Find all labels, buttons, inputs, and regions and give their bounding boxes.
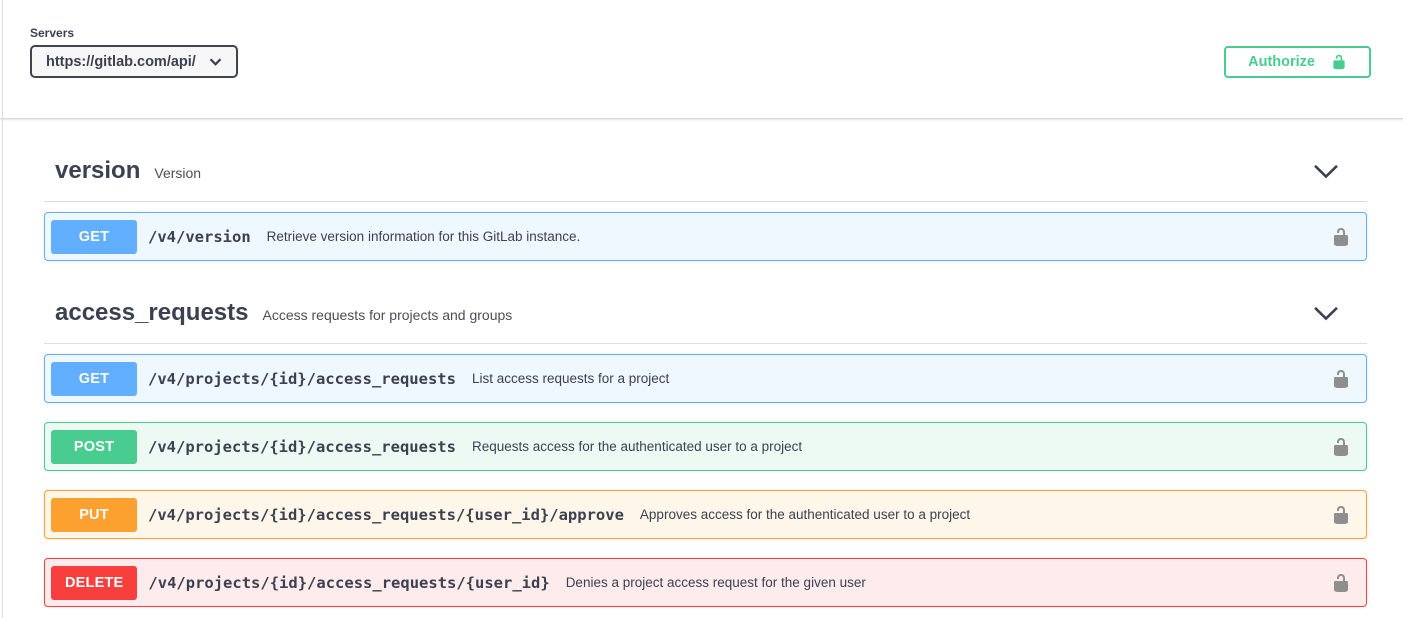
method-badge: GET <box>51 220 137 254</box>
authorization-lock-button[interactable] <box>1329 367 1353 391</box>
authorization-lock-button[interactable] <box>1329 225 1353 249</box>
tag-name: access_requests <box>55 299 248 327</box>
authorize-label: Authorize <box>1248 55 1315 70</box>
tag-description: Version <box>154 161 201 181</box>
endpoint-summary: List access requests for a project <box>472 371 669 386</box>
server-select-value: https://gitlab.com/api/ <box>46 54 196 70</box>
endpoint-path: /v4/projects/{id}/access_requests/{user_… <box>148 574 549 592</box>
endpoint-delete-access-request[interactable]: DELETE /v4/projects/{id}/access_requests… <box>44 558 1367 607</box>
tag-section-access-requests: access_requests Access requests for proj… <box>44 281 1367 607</box>
scheme-container: Servers https://gitlab.com/api/ Authoriz… <box>0 0 1403 119</box>
endpoint-summary: Requests access for the authenticated us… <box>472 439 802 454</box>
authorization-lock-button[interactable] <box>1329 571 1353 595</box>
endpoint-path: /v4/projects/{id}/access_requests <box>148 438 456 456</box>
chevron-down-icon[interactable] <box>1313 306 1339 321</box>
authorization-lock-button[interactable] <box>1329 435 1353 459</box>
tag-description: Access requests for projects and groups <box>262 303 512 323</box>
chevron-down-icon[interactable] <box>1313 164 1339 179</box>
endpoint-path: /v4/version <box>148 228 251 246</box>
opblocks: GET /v4/version Retrieve version informa… <box>44 212 1367 261</box>
tag-header-access-requests[interactable]: access_requests Access requests for proj… <box>44 281 1367 344</box>
method-badge: PUT <box>51 498 137 532</box>
api-content: version Version GET /v4/version Retrieve… <box>0 139 1403 607</box>
tag-section-version: version Version GET /v4/version Retrieve… <box>44 139 1367 261</box>
lock-open-icon <box>1331 437 1351 457</box>
server-select[interactable]: https://gitlab.com/api/ <box>30 45 238 78</box>
chevron-down-icon <box>209 58 222 66</box>
lock-open-icon <box>1331 54 1347 70</box>
endpoint-get-version[interactable]: GET /v4/version Retrieve version informa… <box>44 212 1367 261</box>
method-badge: POST <box>51 430 137 464</box>
method-badge: GET <box>51 362 137 396</box>
lock-open-icon <box>1331 505 1351 525</box>
tag-name: version <box>55 157 140 185</box>
endpoint-summary: Approves access for the authenticated us… <box>640 507 970 522</box>
authorize-button[interactable]: Authorize <box>1224 46 1371 78</box>
lock-open-icon <box>1331 573 1351 593</box>
page-edge-line <box>2 0 3 618</box>
servers-label: Servers <box>30 26 238 40</box>
method-badge: DELETE <box>51 566 137 600</box>
authorization-lock-button[interactable] <box>1329 503 1353 527</box>
servers-block: Servers https://gitlab.com/api/ <box>30 26 238 78</box>
endpoint-summary: Retrieve version information for this Gi… <box>267 229 581 244</box>
endpoint-put-approve-access-request[interactable]: PUT /v4/projects/{id}/access_requests/{u… <box>44 490 1367 539</box>
lock-open-icon <box>1331 227 1351 247</box>
endpoint-post-access-requests[interactable]: POST /v4/projects/{id}/access_requests R… <box>44 422 1367 471</box>
lock-open-icon <box>1331 369 1351 389</box>
endpoint-path: /v4/projects/{id}/access_requests <box>148 370 456 388</box>
tag-header-version[interactable]: version Version <box>44 139 1367 202</box>
endpoint-path: /v4/projects/{id}/access_requests/{user_… <box>148 506 624 524</box>
endpoint-get-access-requests[interactable]: GET /v4/projects/{id}/access_requests Li… <box>44 354 1367 403</box>
opblocks: GET /v4/projects/{id}/access_requests Li… <box>44 354 1367 607</box>
endpoint-summary: Denies a project access request for the … <box>566 575 866 590</box>
